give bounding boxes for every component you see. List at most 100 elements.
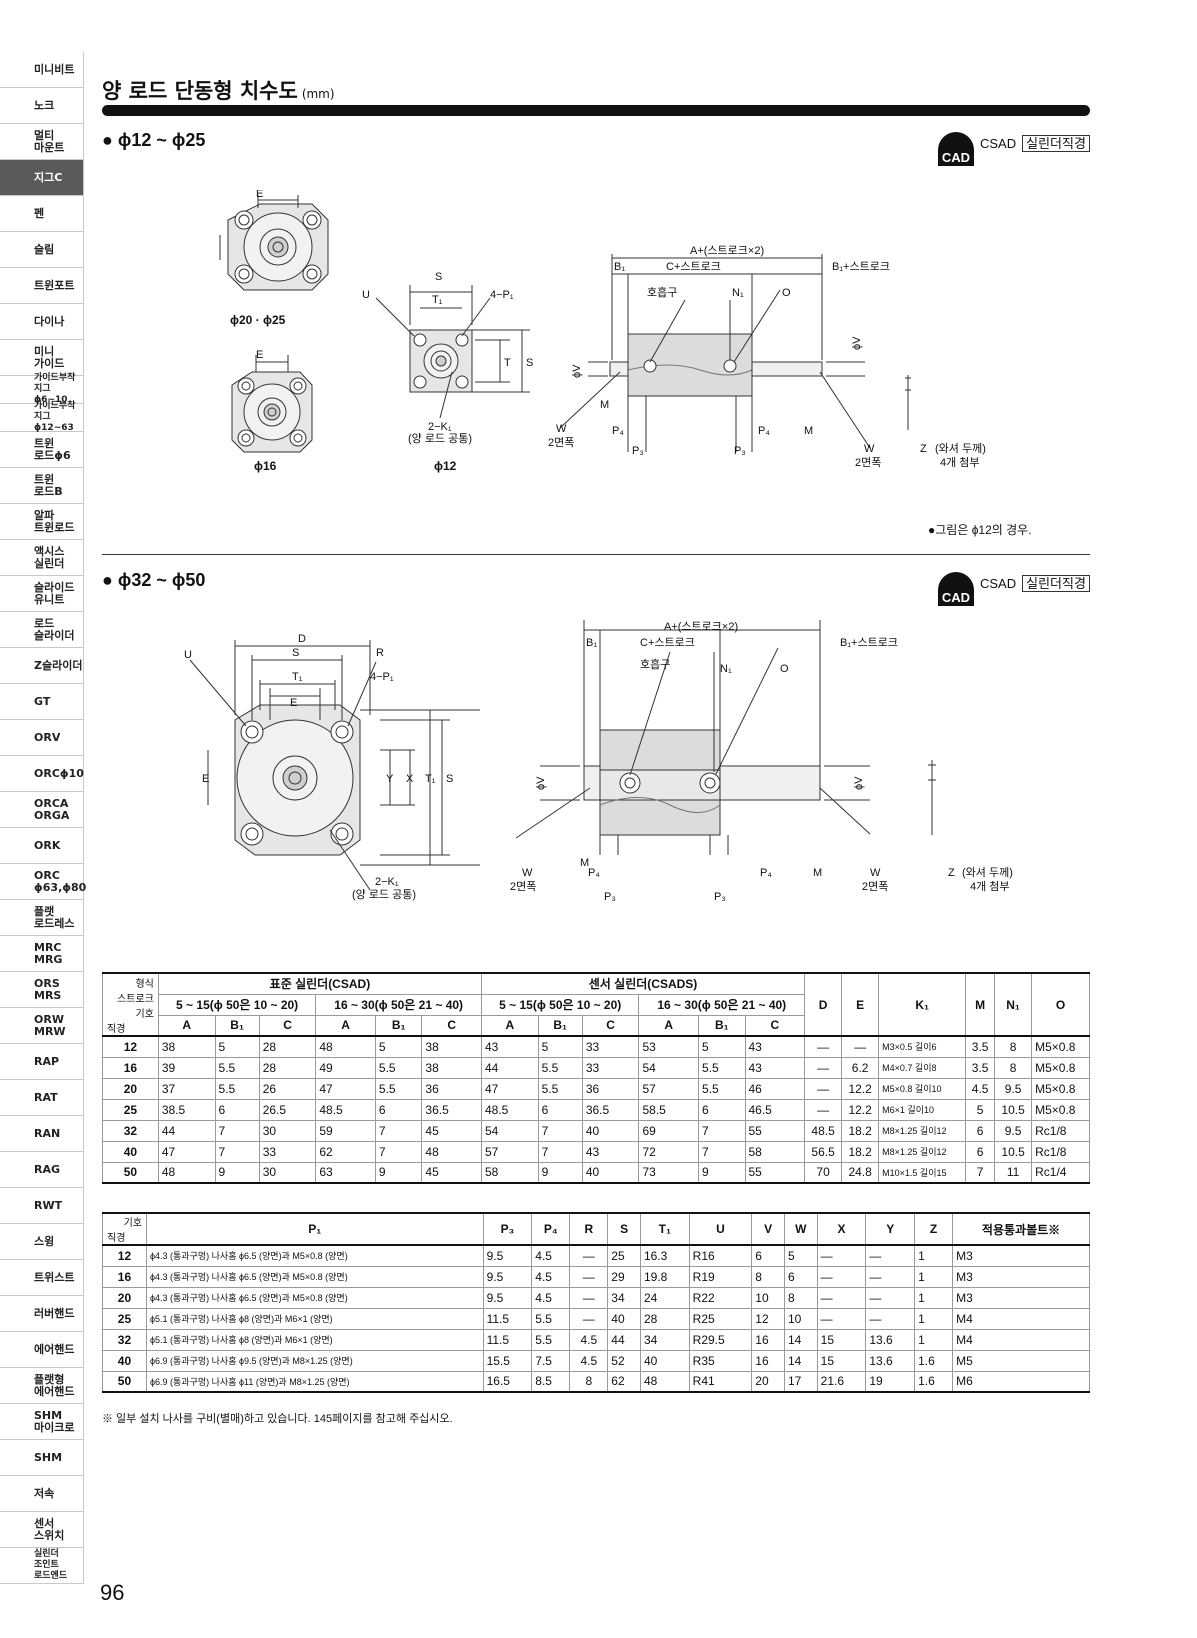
sidebar-item[interactable]: 지그C (0, 160, 84, 196)
table-cell: 8.5 (531, 1370, 571, 1393)
t1-col-header: E (841, 972, 880, 1037)
sidebar-item[interactable]: GT (0, 684, 84, 720)
t1-col-header: B₁ (214, 1014, 260, 1037)
lbl-s2: S (526, 357, 533, 369)
sidebar-item[interactable]: RAN (0, 1116, 84, 1152)
sidebar-item[interactable]: 미니 가이드 (0, 340, 84, 376)
table-cell: ϕ5.1 (통과구멍) 나사홈 ϕ8 (양면)과 M6×1 (양면) (145, 1307, 484, 1330)
sidebar-item[interactable]: 트위스트 (0, 1260, 84, 1296)
table-cell: 5.5 (537, 1077, 583, 1100)
sidebar-item[interactable]: 로드 슬라이더 (0, 612, 84, 648)
t2-col-header: Z (914, 1212, 954, 1246)
table-cell: 9.5 (482, 1244, 533, 1267)
table-cell: 5 (214, 1035, 260, 1058)
t1-col-header: B₁ (537, 1014, 583, 1037)
t1-group-sensor: 센서 실린더(CSADS) (480, 972, 806, 995)
lbl-v1: ϕV (571, 364, 583, 378)
sidebar-item[interactable]: 실린더 조인트 로드엔드 (0, 1548, 84, 1584)
table-cell: ϕ4.3 (통과구멍) 나사홈 ϕ6.5 (양면)과 M5×0.8 (양면) (145, 1244, 484, 1267)
sidebar-item[interactable]: 액시스 실린더 (0, 540, 84, 576)
sidebar-item[interactable]: 에어핸드 (0, 1332, 84, 1368)
cad-icon[interactable]: CAD (938, 132, 974, 166)
lbl-width2b: 2면폭 (855, 456, 881, 469)
t1-col-header: B₁ (374, 1014, 423, 1037)
table-cell: R19 (688, 1265, 753, 1288)
table-cell: M5×0.8 (1031, 1056, 1090, 1079)
lbl2-n1: N₁ (720, 663, 732, 675)
sidebar-item[interactable]: 슬라이드 유니트 (0, 576, 84, 612)
sidebar-item[interactable]: ORV (0, 720, 84, 756)
sidebar-item[interactable]: 러버핸드 (0, 1296, 84, 1332)
front-view-16 (231, 355, 313, 453)
sidebar-item[interactable]: RAP (0, 1044, 84, 1080)
sidebar-item[interactable]: 다이나 (0, 304, 84, 340)
table-cell: 56.5 (804, 1140, 843, 1163)
table-cell: 36.5 (421, 1098, 482, 1121)
sidebar-item[interactable]: ORCA ORGA (0, 792, 84, 828)
sidebar-item[interactable]: ORW MRW (0, 1008, 84, 1044)
sidebar-item[interactable]: RWT (0, 1188, 84, 1224)
sidebar-item[interactable]: 스윙 (0, 1224, 84, 1260)
lbl2-m2: M (813, 867, 822, 879)
table-cell: 19 (865, 1370, 916, 1393)
lbl2-a-stroke: A+(스트로크×2) (664, 620, 738, 633)
sidebar-item[interactable]: 멀티 마운트 (0, 124, 84, 160)
sidebar-item[interactable]: 트윈 로드B (0, 468, 84, 504)
sidebar-item[interactable]: 펜 (0, 196, 84, 232)
lbl2-s2: S (446, 773, 453, 785)
cad-icon-2[interactable]: CAD (938, 572, 974, 606)
sidebar-item[interactable]: ORK (0, 828, 84, 864)
sidebar-item[interactable]: SHM (0, 1440, 84, 1476)
sidebar-item[interactable]: 미니비트 (0, 52, 84, 88)
front-view-20-25 (219, 195, 329, 291)
table-cell: 40 (639, 1349, 690, 1372)
sidebar-item[interactable]: Z슬라이더 (0, 648, 84, 684)
sidebar-item[interactable]: ORCϕ10 (0, 756, 84, 792)
t1-col-header: A (157, 1014, 216, 1037)
sidebar-item[interactable]: 가이드부착지그 ϕ12~63 (0, 401, 84, 433)
sidebar-item[interactable]: 알파 트윈로드 (0, 504, 84, 540)
lbl-port: 호흡구 (647, 285, 677, 299)
sidebar-item[interactable]: 저속 (0, 1476, 84, 1512)
table-cell: 62 (315, 1140, 376, 1163)
sidebar-item[interactable]: 슬림 (0, 232, 84, 268)
table-cell: 5 (374, 1035, 423, 1058)
table-cell: 26 (258, 1077, 317, 1100)
sidebar-item[interactable]: SHM 마이크로 (0, 1404, 84, 1440)
table-cell: — (816, 1244, 867, 1267)
sidebar-item[interactable]: 트윈 로드ϕ6 (0, 432, 84, 468)
table-cell: 37 (157, 1077, 216, 1100)
lbl2-p4a: P₄ (588, 867, 600, 879)
table-cell: M8×1.25 길이12 (878, 1119, 967, 1142)
table-cell: M4 (952, 1307, 1090, 1330)
sidebar-item[interactable]: ORC ϕ63,ϕ80 (0, 864, 86, 900)
sidebar-item[interactable]: 가이드부착지그 ϕ6~10 (0, 373, 84, 405)
sidebar-item[interactable]: RAT (0, 1080, 84, 1116)
csad-label: CSAD (980, 136, 1017, 151)
sidebar-item[interactable]: RAG (0, 1152, 84, 1188)
table-cell: 55 (744, 1119, 806, 1142)
sidebar-item[interactable]: ORS MRS (0, 972, 84, 1008)
lbl-t: T (504, 357, 511, 369)
lbl-e-2025: E (256, 190, 263, 200)
t1-col-header: A (315, 1014, 376, 1037)
table-cell: 7 (374, 1119, 423, 1142)
lbl2-w1: W (522, 867, 533, 879)
sidebar-item[interactable]: 플랫형 에어핸드 (0, 1368, 84, 1404)
table-cell: 13.6 (865, 1328, 916, 1351)
sidebar-item[interactable]: MRC MRG (0, 936, 84, 972)
sidebar-item[interactable]: 센서 스위치 (0, 1512, 84, 1548)
table-cell: 54 (638, 1056, 700, 1079)
sidebar-item[interactable]: 트윈포트 (0, 268, 84, 304)
sidebar-item[interactable]: 노크 (0, 88, 84, 124)
table-cell: 46 (744, 1077, 806, 1100)
table-cell: 15.5 (482, 1349, 533, 1372)
table-cell: 11 (994, 1161, 1033, 1184)
t2-col-header: P₄ (531, 1212, 571, 1246)
sidebar-item[interactable]: 플랫 로드레스 (0, 900, 84, 936)
table-cell: 45 (421, 1161, 482, 1184)
